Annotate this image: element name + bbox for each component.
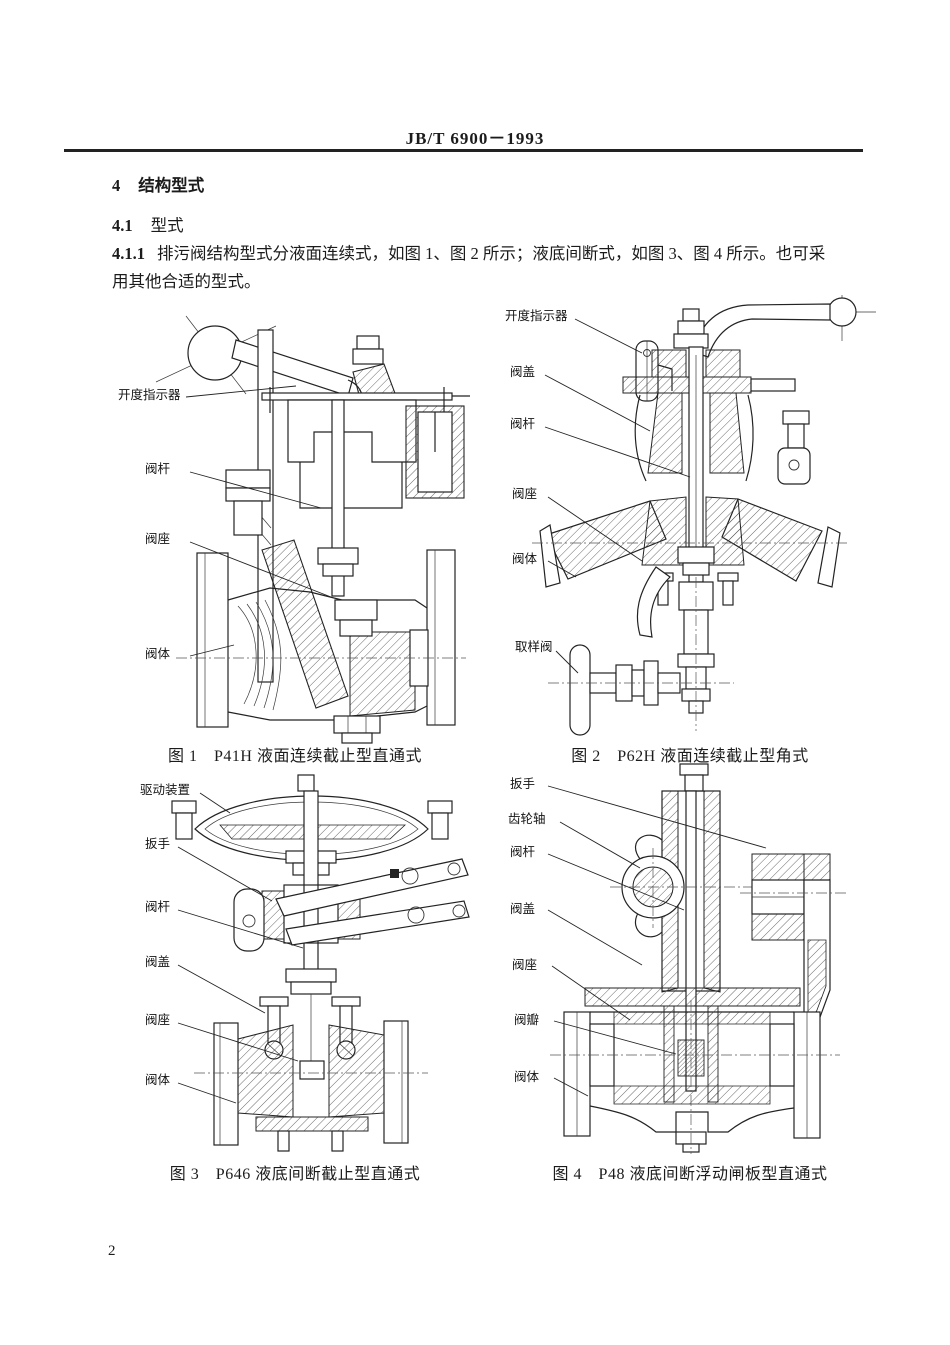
part-label-gear-shaft: 齿轮轴 [508,812,546,826]
valve-cross-section-drawing-4 [547,763,846,1154]
part-label-stem: 阀杆 [145,900,171,914]
part-label-seat: 阀座 [512,958,538,972]
part-label-sampling-valve: 取样阀 [515,640,553,654]
part-label-bonnet: 阀盖 [145,955,171,969]
part-label-stem: 阀杆 [145,462,171,476]
clause-number: 4.1.1 [112,244,145,263]
part-label-disc: 阀瓣 [514,1013,540,1027]
valve-cross-section-drawing-3 [171,774,470,1152]
part-label-wrench: 扳手 [145,837,171,851]
part-label-body: 阀体 [512,552,538,566]
page-number: 2 [108,1243,116,1259]
figure-4-caption: 图 4 P48 液底间断浮动闸板型直通式 [552,1166,828,1183]
clause-text: 排污阀结构型式分液面连续式，如图 1、图 2 所示；液底间断式，如图 3、图 4… [157,244,826,263]
section-number: 4 [112,176,121,195]
section-title: 结构型式 [138,176,205,195]
part-label-stem: 阀杆 [510,845,536,859]
figure-1-caption: 图 1 P41H 液面连续截止型直通式 [168,748,422,765]
section-title: 型式 [150,216,184,235]
clause-4-1-1-line2: 用其他合适的型式。 [112,268,888,296]
part-label-opening-indicator: 开度指示器 [505,309,568,323]
valve-cross-section-drawing-1 [155,315,470,744]
part-label-opening-indicator: 开度指示器 [118,388,181,402]
clause-4-1-1-line1: 4.1.1 排污阀结构型式分液面连续式，如图 1、图 2 所示；液底间断式，如图 … [112,240,888,268]
section-number: 4.1 [112,216,133,235]
part-label-stem: 阀杆 [510,417,536,431]
part-label-bonnet: 阀盖 [510,902,536,916]
section-4-heading: 4 结构型式 [112,172,204,196]
section-4-1-heading: 4.1 型式 [112,212,184,236]
part-label-actuator: 驱动装置 [140,783,191,797]
part-label-body: 阀体 [145,1073,171,1087]
standard-number-header: JB/T 6900－1993 [405,129,545,148]
part-label-bonnet: 阀盖 [510,365,536,379]
figure-2-caption: 图 2 P62H 液面连续截止型角式 [571,748,809,765]
figure-3-caption: 图 3 P646 液底间断截止型直通式 [169,1166,421,1183]
figure-2: 开度指示器 阀盖 阀杆 阀座 阀体 取样阀 [490,295,890,737]
valve-cross-section-drawing-2 [532,295,876,736]
figure-3: 驱动装置 扳手 阀杆 阀盖 阀座 阀体 [110,773,480,1155]
figure-4: 扳手 齿轮轴 阀杆 阀盖 阀座 阀瓣 阀体 [490,760,890,1157]
header-rule [64,149,863,152]
part-label-seat: 阀座 [145,532,171,546]
clause-text: 用其他合适的型式。 [112,272,261,291]
part-label-body: 阀体 [145,647,171,661]
figure-1: 开度指示器 阀杆 阀座 阀体 [110,300,480,745]
part-label-seat: 阀座 [145,1013,171,1027]
part-label-wrench: 扳手 [510,777,536,791]
part-label-body: 阀体 [514,1070,540,1084]
part-label-seat: 阀座 [512,487,538,501]
